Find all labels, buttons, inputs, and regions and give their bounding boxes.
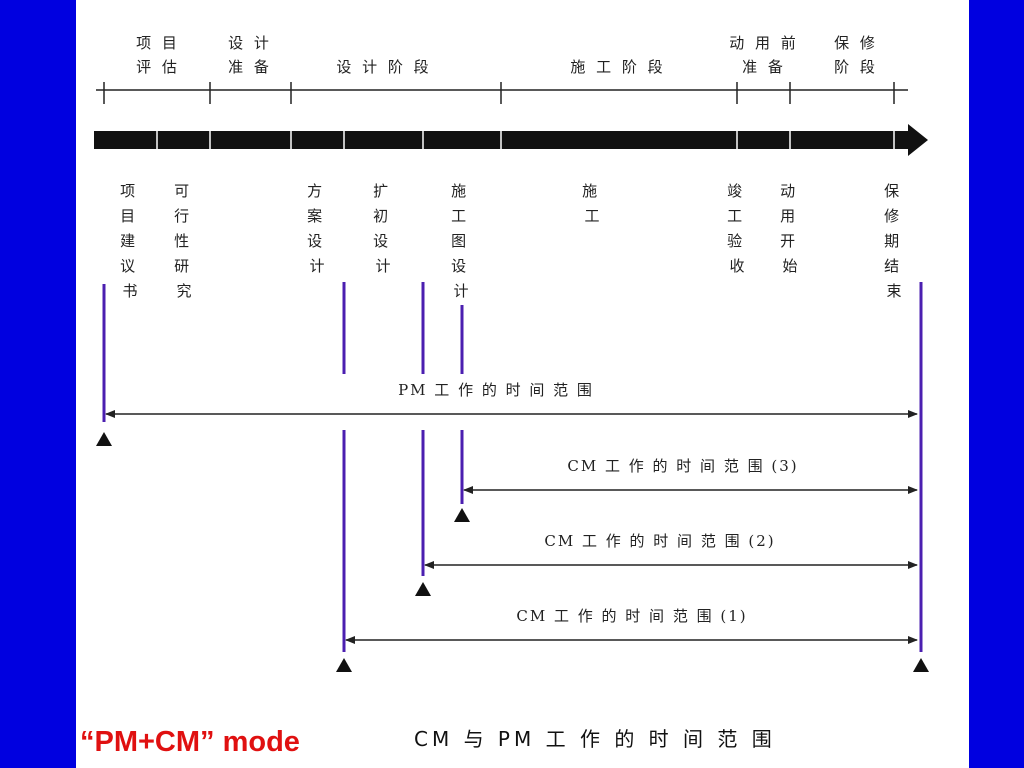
cm2-range-label: CM 工 作 的 时 间 范 围 (2) xyxy=(544,532,775,550)
milestone-construction: 施 工 xyxy=(582,182,602,225)
milestone-warranty-end: 保 修 期 结 束 xyxy=(884,182,904,300)
cm3-range-label: CM 工 作 的 时 间 范 围 (3) xyxy=(567,457,798,475)
timeline-dividers xyxy=(156,131,895,149)
end-triangle-icon xyxy=(913,658,929,672)
milestone-construction-drawings: 施 工 图 设 计 xyxy=(451,182,471,300)
triangle-markers xyxy=(96,432,929,672)
cm1-range-label: CM 工 作 的 时 间 范 围 (1) xyxy=(516,607,747,625)
milestone-completion-acceptance: 竣 工 验 收 xyxy=(727,182,747,275)
phase-design-prep-line2: 准 备 xyxy=(228,58,272,76)
main-timeline-arrow xyxy=(94,124,928,156)
milestone-use-start: 动 用 开 始 xyxy=(780,182,800,275)
left-frame-band xyxy=(0,0,76,768)
phase-project-evaluation-line1: 项 目 xyxy=(136,34,180,52)
phase-design-stage: 设 计 阶 段 xyxy=(336,58,431,76)
pm-start-triangle-icon xyxy=(96,432,112,446)
phase-headers: 项 目 评 估 设 计 准 备 设 计 阶 段 施 工 阶 段 动 用 前 准 … xyxy=(136,34,878,76)
milestone-preliminary-design: 扩 初 设 计 xyxy=(373,182,393,275)
right-frame-band xyxy=(969,0,1024,768)
milestone-feasibility-study: 可 行 性 研 究 xyxy=(174,182,194,300)
range-labels: PM 工 作 的 时 间 范 围 CM 工 作 的 时 间 范 围 (3) CM… xyxy=(398,381,798,625)
marker-lines xyxy=(102,282,923,652)
diagram-caption: CM 与 PM 工 作 的 时 间 范 围 xyxy=(414,727,776,751)
phase-warranty-line1: 保 修 xyxy=(834,34,878,52)
cm1-start-triangle-icon xyxy=(336,658,352,672)
phase-design-prep-line1: 设 计 xyxy=(228,34,272,52)
phase-warranty-line2: 阶 段 xyxy=(834,58,878,76)
milestone-labels: 项 目 建 议 书 可 行 性 研 究 方 案 设 计 扩 初 xyxy=(120,182,904,300)
header-axis xyxy=(96,82,908,104)
mode-label: “PM+CM” mode xyxy=(80,726,300,758)
phase-project-evaluation-line2: 评 估 xyxy=(136,58,180,76)
milestone-scheme-design: 方 案 设 计 xyxy=(307,182,327,275)
milestone-proposal: 项 目 建 议 书 xyxy=(120,182,140,300)
cm2-start-triangle-icon xyxy=(415,582,431,596)
phase-construction-stage: 施 工 阶 段 xyxy=(570,58,665,76)
phase-pre-use-prep-line2: 准 备 xyxy=(742,58,786,76)
cm3-start-triangle-icon xyxy=(454,508,470,522)
pm-range-label: PM 工 作 的 时 间 范 围 xyxy=(398,381,594,399)
range-arrows xyxy=(105,410,918,644)
phase-pre-use-prep-line1: 动 用 前 xyxy=(729,34,799,52)
